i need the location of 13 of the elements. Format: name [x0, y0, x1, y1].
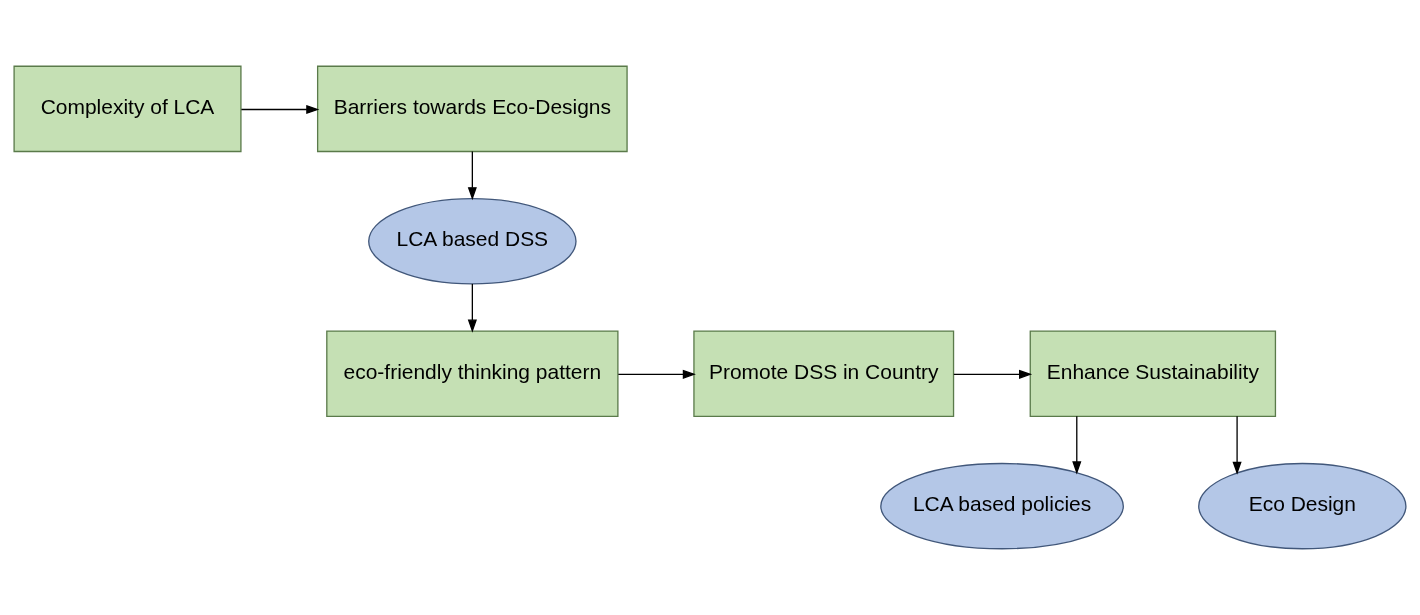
arrow: [953, 369, 1033, 379]
node-ellipse: LCA based DSS: [368, 198, 577, 285]
node-box: eco-friendly thinking pattern: [326, 330, 619, 417]
arrow: [467, 283, 477, 333]
arrow: [617, 369, 696, 379]
node-box: Enhance Sustainability: [1029, 330, 1277, 417]
node-box: Barriers towards Eco-Designs: [316, 65, 628, 153]
arrow: [1072, 415, 1082, 475]
arrow: [1232, 415, 1242, 475]
node-box: Complexity of LCA: [13, 65, 242, 153]
arrow: [467, 150, 477, 201]
node-box: Promote DSS in Country: [693, 330, 955, 417]
arrow: [240, 104, 320, 115]
